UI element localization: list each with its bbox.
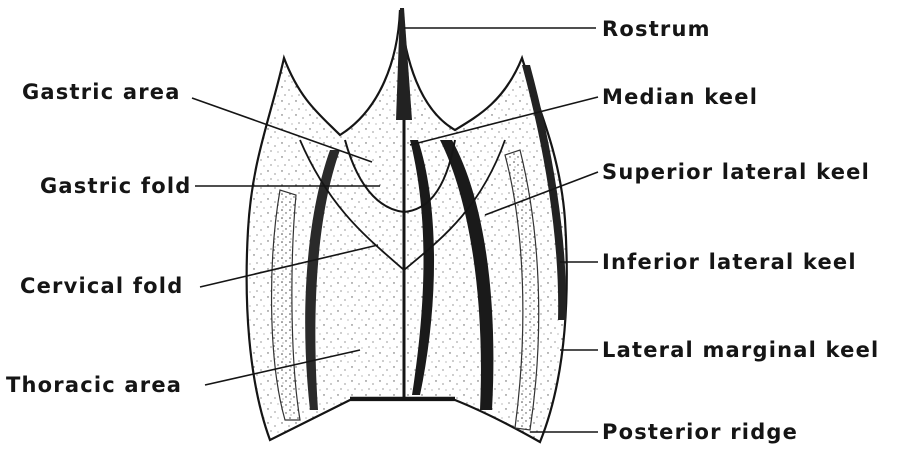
label-inferior-lateral-keel: Inferior lateral keel bbox=[602, 252, 857, 273]
label-lateral-marginal-keel: Lateral marginal keel bbox=[602, 340, 879, 361]
label-median-keel: Median keel bbox=[602, 87, 758, 108]
label-thoracic-area: Thoracic area bbox=[6, 375, 182, 396]
label-rostrum: Rostrum bbox=[602, 19, 711, 40]
label-gastric-area: Gastric area bbox=[22, 82, 181, 103]
label-gastric-fold: Gastric fold bbox=[40, 176, 191, 197]
label-superior-lateral-keel: Superior lateral keel bbox=[602, 162, 870, 183]
label-cervical-fold: Cervical fold bbox=[20, 276, 183, 297]
label-posterior-ridge: Posterior ridge bbox=[602, 422, 798, 443]
